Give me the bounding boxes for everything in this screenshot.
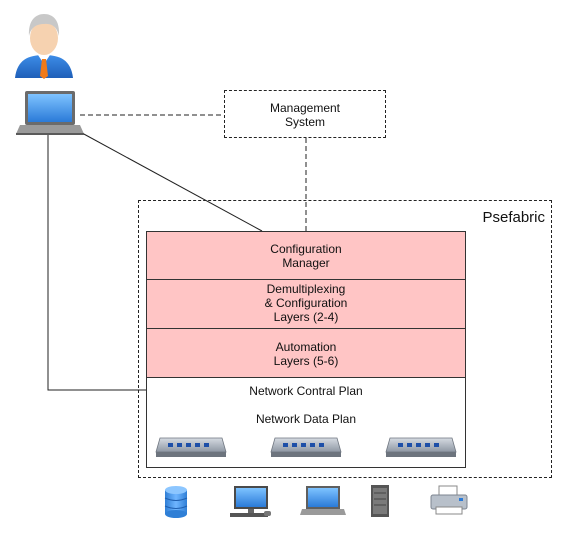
laptop-to-control-plane-link bbox=[47, 133, 146, 391]
network-data-plane-layer: Network Data Plan bbox=[146, 405, 466, 468]
configuration-manager-label: Configuration Manager bbox=[270, 242, 342, 270]
demultiplexing-label: Demultiplexing & Configuration Layers (2… bbox=[264, 282, 348, 324]
network-data-plane-label: Network Data Plan bbox=[255, 412, 357, 426]
network-control-plane-layer: Network Contral Plan bbox=[146, 377, 466, 406]
network-control-plane-label: Network Contral Plan bbox=[249, 384, 363, 398]
demultiplexing-layer: Demultiplexing & Configuration Layers (2… bbox=[146, 279, 466, 329]
psefabric-container: Psefabric bbox=[138, 200, 552, 478]
automation-label: Automation Layers (5-6) bbox=[273, 340, 339, 368]
management-system-box: Management System bbox=[224, 90, 386, 138]
laptop-to-config-manager-link bbox=[81, 132, 263, 232]
automation-layer: Automation Layers (5-6) bbox=[146, 328, 466, 378]
configuration-manager-layer: Configuration Manager bbox=[146, 231, 466, 280]
psefabric-title: Psefabric bbox=[482, 209, 545, 226]
management-system-label: Management System bbox=[269, 101, 341, 129]
